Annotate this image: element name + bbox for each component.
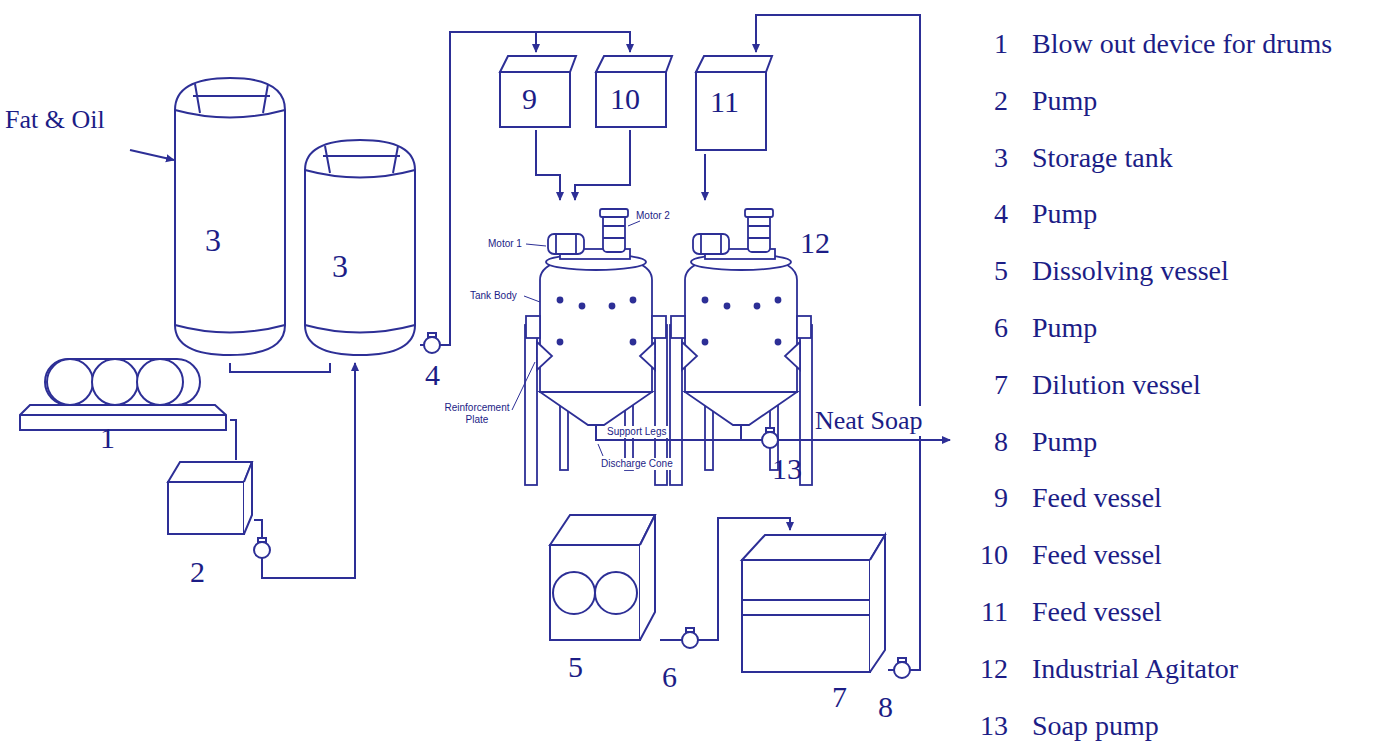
part-label: Motor 2: [636, 210, 670, 222]
legend-text: Dissolving vessel: [1032, 255, 1229, 287]
legend-number: 6: [976, 312, 1008, 344]
legend-text: Pump: [1032, 312, 1097, 344]
equipment-node: 1: [18, 355, 230, 458]
part-label: Support Legs: [606, 426, 668, 438]
callout-number: 6: [662, 660, 677, 695]
callout-number: 10: [610, 82, 640, 117]
callout-number: 12: [800, 226, 830, 261]
legend-text: Feed vessel: [1032, 482, 1162, 514]
legend-text: Soap pump: [1032, 710, 1159, 742]
callout-number: 9: [522, 82, 537, 117]
pipe-line: [230, 363, 330, 372]
equipment-node: 5: [545, 510, 660, 687]
equipment-node: 2: [160, 460, 254, 592]
callout-number: 4: [425, 358, 440, 393]
pipe-line: [704, 154, 706, 200]
equipment-node: Motor 1 Motor 2 Tank BodyReinforcement Pla…: [440, 200, 676, 480]
legend-text: Storage tank: [1032, 142, 1173, 174]
legend-number: 12: [976, 653, 1008, 685]
legend-text: Feed vessel: [1032, 596, 1162, 628]
equipment-node: 10: [592, 52, 672, 130]
legend-text: Dilution vessel: [1032, 369, 1201, 401]
equipment-node: 12: [680, 200, 835, 480]
part-label: Tank Body: [470, 290, 517, 302]
legend-number: 10: [976, 539, 1008, 571]
legend-number: 5: [976, 255, 1008, 287]
callout-number: 11: [710, 85, 739, 120]
part-label: Motor 1: [488, 238, 522, 250]
legend-number: 13: [976, 710, 1008, 742]
legend-text: Pump: [1032, 426, 1097, 458]
callout-number: 13: [772, 452, 802, 487]
legend-text: Pump: [1032, 85, 1097, 117]
legend-number: 3: [976, 142, 1008, 174]
callout-number: 5: [568, 650, 583, 685]
callout-number: 1: [100, 421, 115, 456]
legend-number: 1: [976, 28, 1008, 60]
part-label: Reinforcement Plate: [443, 402, 511, 425]
equipment-node: 3: [172, 75, 292, 363]
flow-label: Fat & Oil: [5, 105, 105, 135]
equipment-node: 3: [302, 135, 420, 363]
pipe-line: [536, 130, 560, 200]
legend-number: 9: [976, 482, 1008, 514]
pipe-line: [575, 130, 630, 200]
equipment-node: 9: [496, 52, 576, 130]
legend-number: 2: [976, 85, 1008, 117]
legend-text: Blow out device for drums: [1032, 28, 1332, 60]
legend-text: Industrial Agitator: [1032, 653, 1238, 685]
callout-number: 7: [832, 680, 847, 715]
callout-number: 8: [878, 690, 893, 725]
pipe-line: [660, 518, 790, 640]
callout-number: 3: [332, 248, 348, 285]
pipe-line: [254, 363, 355, 578]
flow-label: Neat Soap: [814, 406, 924, 436]
equipment-node: 7: [738, 530, 888, 720]
legend-number: 7: [976, 369, 1008, 401]
part-label: Discharge Cone: [600, 458, 674, 470]
legend-text: Pump: [1032, 198, 1097, 230]
pipe-line: [420, 32, 630, 345]
callout-number: 2: [190, 555, 205, 590]
equipment-node: 11: [694, 52, 774, 154]
legend-number: 8: [976, 426, 1008, 458]
legend-text: Feed vessel: [1032, 539, 1162, 571]
legend-number: 4: [976, 198, 1008, 230]
pipe-line: [230, 420, 236, 460]
callout-number: 3: [205, 222, 221, 259]
pipe-line: [420, 32, 536, 345]
pipe-line: [756, 15, 920, 670]
legend-number: 11: [976, 596, 1008, 628]
